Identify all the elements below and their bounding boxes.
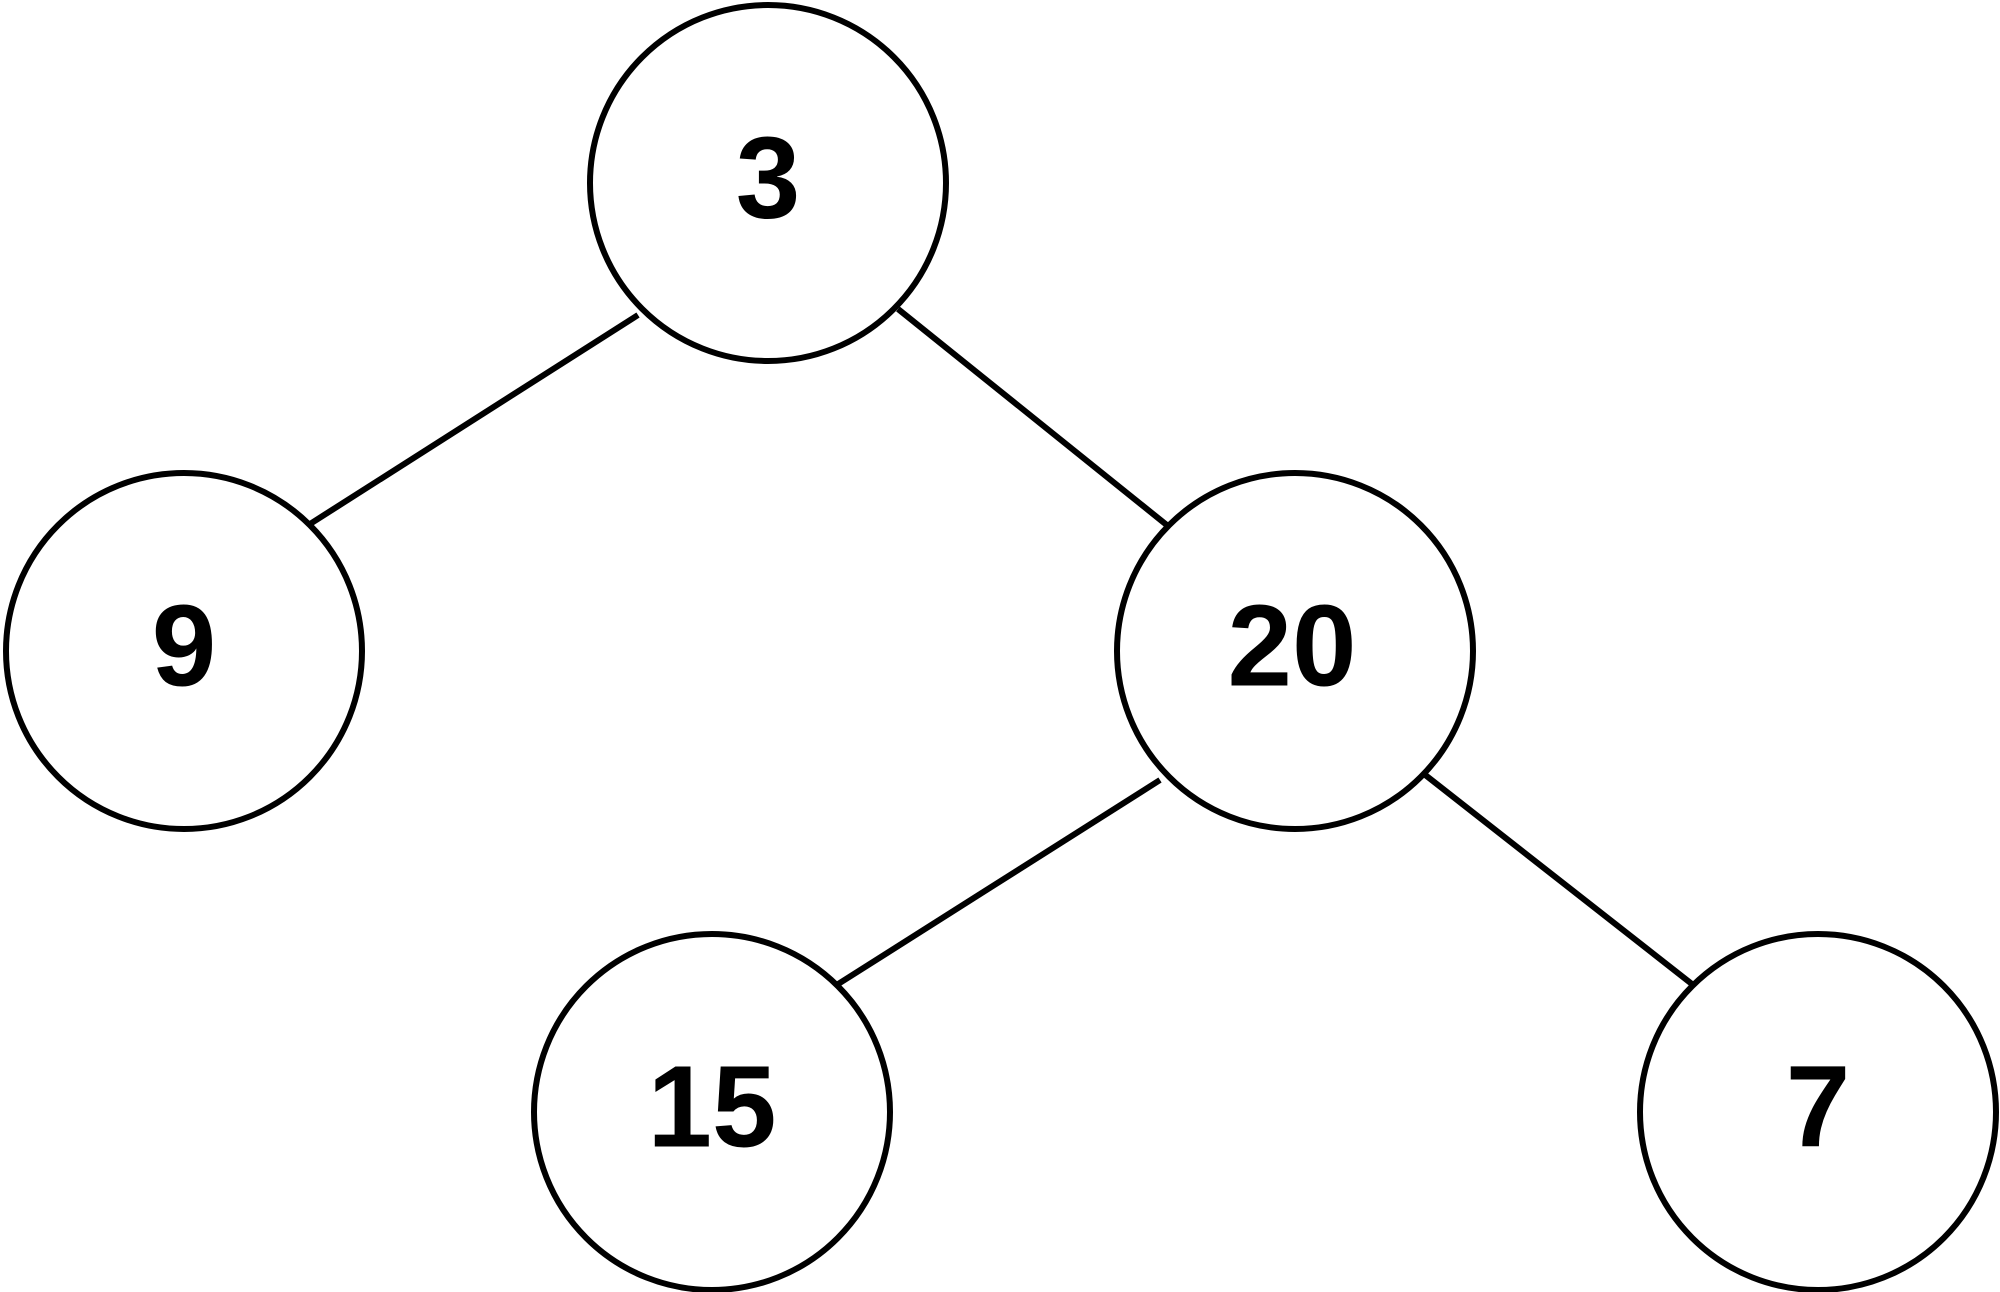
tree-node-9: 9	[3, 470, 365, 832]
tree-node-20: 20	[1114, 470, 1476, 832]
edge-3-20	[896, 306, 1170, 529]
node-label: 9	[152, 581, 217, 711]
node-circle	[531, 931, 893, 1292]
tree-nodes: 3 9 20 15 7	[3, 2, 1999, 1292]
node-circle	[1637, 931, 1999, 1292]
edge-20-7	[1422, 771, 1699, 991]
node-circle	[1114, 470, 1476, 832]
node-label: 7	[1786, 1042, 1851, 1172]
tree-node-3: 3	[587, 2, 949, 364]
node-label: 3	[736, 113, 801, 243]
node-circle	[3, 470, 365, 832]
node-label: 15	[647, 1042, 776, 1172]
tree-node-15: 15	[531, 931, 893, 1292]
node-circle	[587, 2, 949, 364]
node-label: 20	[1227, 581, 1356, 711]
tree-edges	[308, 306, 1699, 991]
edge-3-9	[308, 312, 640, 527]
edge-20-15	[833, 777, 1162, 989]
tree-node-7: 7	[1637, 931, 1999, 1292]
